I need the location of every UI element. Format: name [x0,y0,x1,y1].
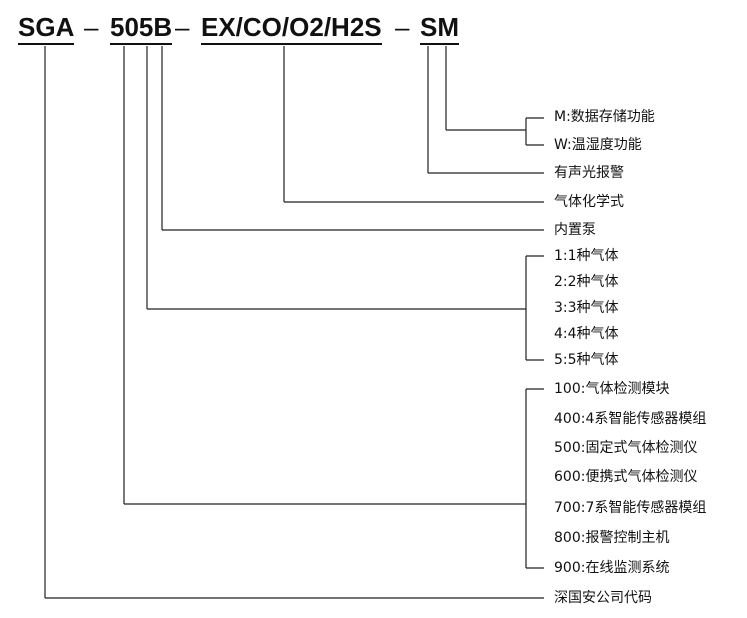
label-gas-count-5: 5:5种气体 [554,352,619,368]
label-gas-count-1: 1:1种气体 [554,248,619,264]
label-gas-formula: 气体化学式 [554,194,624,210]
code-dash-2: – [175,12,190,42]
code-segment-options: SM [420,12,459,45]
label-product-400: 400:4系智能传感器模组 [554,411,707,427]
code-segment-company: SGA [18,12,75,45]
label-product-100: 100:气体检测模块 [554,381,670,397]
label-temp-humidity: W:温湿度功能 [554,137,642,153]
label-gas-count-2: 2:2种气体 [554,274,619,290]
label-product-900: 900:在线监测系统 [554,560,670,576]
code-dash-1: – [84,12,99,42]
code-segment-product: 505B [110,12,173,45]
label-built-in-pump: 内置泵 [554,222,596,238]
code-segment-gas-formula: EX/CO/O2/H2S [201,12,382,45]
code-dash-3: – [395,12,410,42]
label-product-500: 500:固定式气体检测仪 [554,440,698,456]
label-gas-count-3: 3:3种气体 [554,300,619,316]
label-company-code: 深国安公司代码 [554,590,652,606]
label-product-700: 700:7系智能传感器模组 [554,500,707,516]
label-gas-count-4: 4:4种气体 [554,326,619,342]
label-product-800: 800:报警控制主机 [554,530,670,546]
label-sound-light-alarm: 有声光报警 [554,165,624,181]
label-data-storage: M:数据存储功能 [554,109,655,125]
label-product-600: 600:便携式气体检测仪 [554,469,698,485]
